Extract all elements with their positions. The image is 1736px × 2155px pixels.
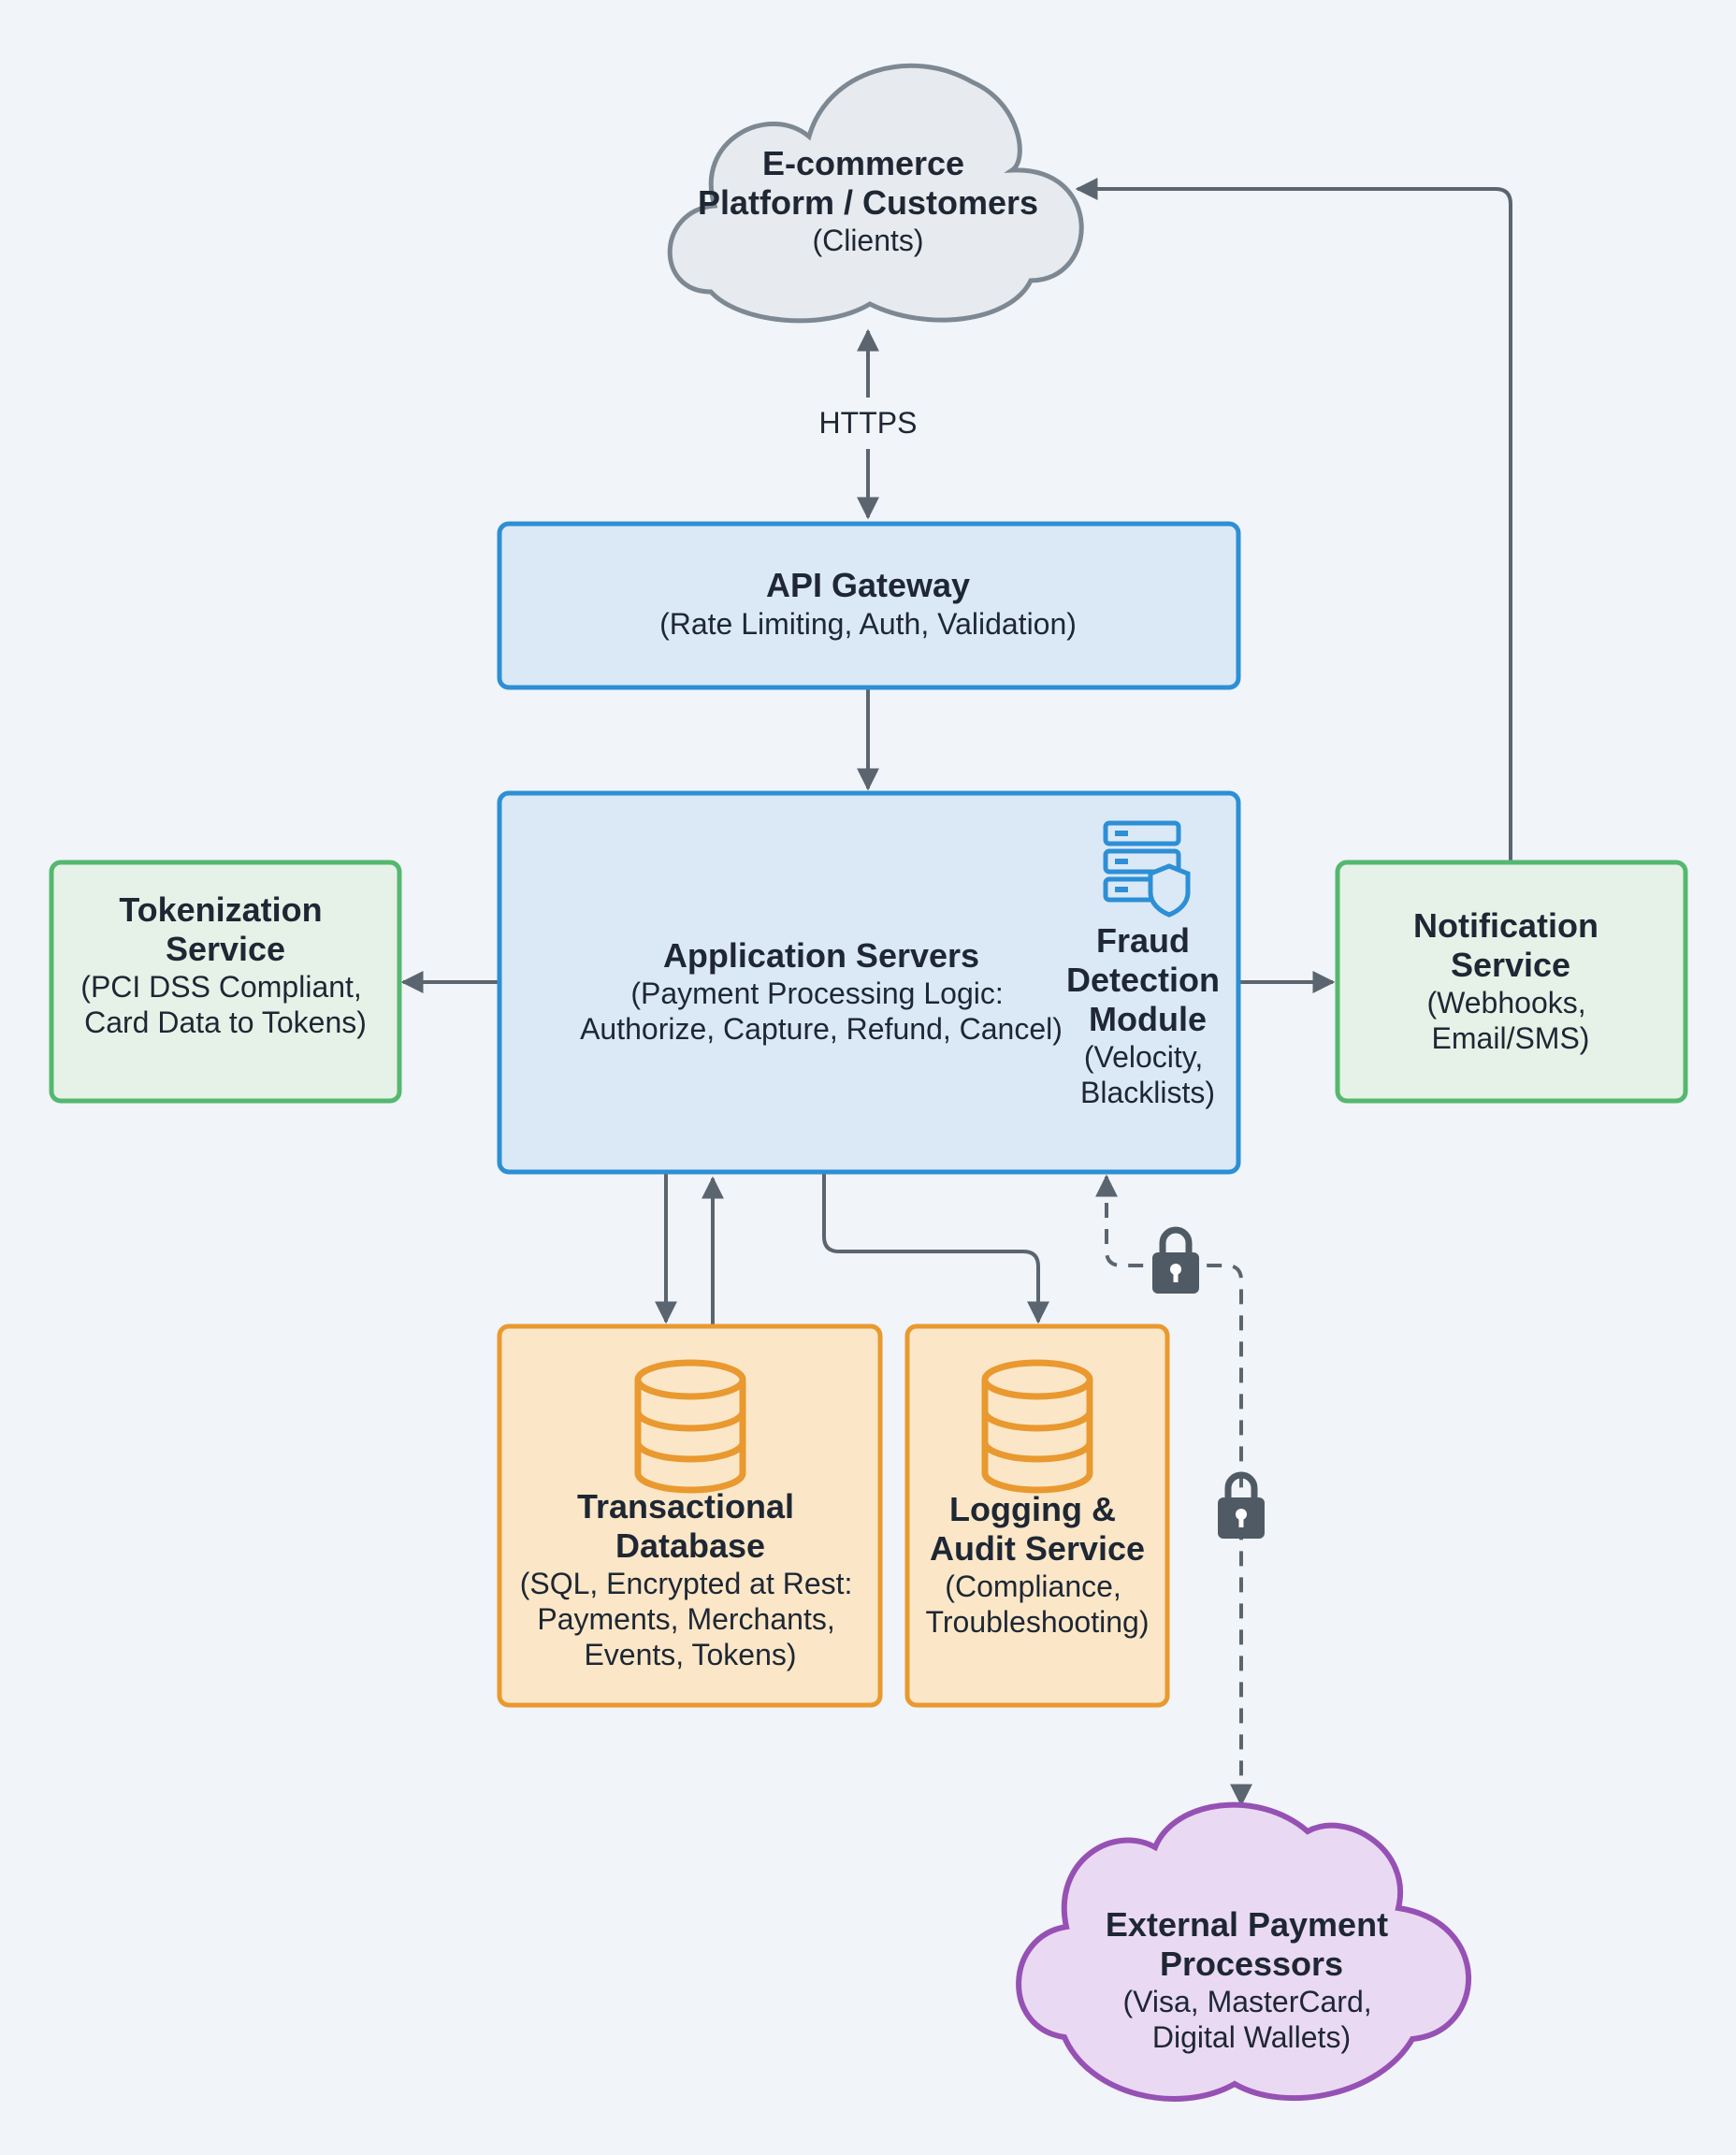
node-subtitle: (Visa, MasterCard, xyxy=(1122,1985,1371,2018)
svg-text:(SQL, Encrypted at Rest:: (SQL, Encrypted at Rest: Payments, Merch… xyxy=(520,1567,861,1671)
node-title: Application Servers xyxy=(663,936,979,975)
node-title: Service xyxy=(166,930,285,968)
database-icon xyxy=(981,1359,1093,1494)
node-title: Transactional xyxy=(577,1487,794,1526)
svg-text:(PCI DSS Compliant, Card: (PCI DSS Compliant, Card Data to Tokens) xyxy=(80,970,369,1039)
node-api-gateway: API Gateway (Rate Limiting, Auth, Valida… xyxy=(497,521,1241,690)
fraud-detection-module: Fraud Detection Module (Velocity, Blackl… xyxy=(1066,820,1229,1109)
svg-text:(Compliance, Troubleshoo: (Compliance, Troubleshooting) xyxy=(926,1569,1150,1639)
cloud-shape xyxy=(667,63,1084,324)
node-subtitle: Card Data to Tokens) xyxy=(84,1005,367,1039)
svg-text:(Clients): (Clients) xyxy=(812,224,923,257)
lock-icon xyxy=(1218,1471,1265,1539)
node-title: Processors xyxy=(1160,1945,1343,1983)
node-subtitle: Digital Wallets) xyxy=(1152,2020,1351,2054)
node-subtitle: (Velocity, xyxy=(1084,1040,1203,1074)
node-notification: Notification Service (Webhooks, Email/SM… xyxy=(1335,860,1688,1104)
node-subtitle: Authorize, Capture, Refund, Cancel) xyxy=(580,1012,1063,1046)
svg-text:Application Servers: Application Servers xyxy=(663,936,979,975)
node-title: Module xyxy=(1089,1000,1207,1038)
svg-text:E-commerce Platform / Cu: E-commerce Platform / Customers xyxy=(698,144,1038,222)
svg-text:(Rate Limiting, Auth, Validati: (Rate Limiting, Auth, Validation) xyxy=(659,607,1077,641)
node-title: Platform / Customers xyxy=(698,183,1038,222)
edge-app-external-secure xyxy=(1095,1174,1252,1807)
node-subtitle: (Webhooks, xyxy=(1426,986,1585,1020)
svg-text:Logging & Audit Service: Logging & Audit Service xyxy=(930,1490,1145,1568)
database-icon xyxy=(634,1359,746,1494)
server-shield-icon xyxy=(1103,820,1191,918)
node-subtitle: (SQL, Encrypted at Rest: xyxy=(520,1567,853,1600)
node-subtitle: (Rate Limiting, Auth, Validation) xyxy=(659,607,1077,641)
node-title: Notification xyxy=(1413,906,1599,945)
node-subtitle: Email/SMS) xyxy=(1432,1021,1590,1055)
node-ecommerce: E-commerce Platform / Customers (Clients… xyxy=(667,63,1084,324)
svg-text:API Gateway: API Gateway xyxy=(766,566,970,604)
svg-text:Transactional Database: Transactional Database xyxy=(577,1487,803,1565)
node-database: Transactional Database (SQL, Encrypted a… xyxy=(497,1323,883,1708)
edge-notification-ecommerce xyxy=(1075,178,1512,862)
svg-text:(Payment Processing Logic:: (Payment Processing Logic: Authorize, Ca… xyxy=(580,976,1063,1046)
svg-text:(Velocity, Blacklists): (Velocity, Blacklists) xyxy=(1080,1040,1215,1109)
node-title: API Gateway xyxy=(766,566,970,604)
node-subtitle: (Payment Processing Logic: xyxy=(630,976,1003,1010)
node-subtitle: Events, Tokens) xyxy=(584,1638,796,1671)
node-subtitle: (Clients) xyxy=(812,224,923,257)
node-logging: Logging & Audit Service (Compliance, Tro… xyxy=(904,1323,1170,1708)
svg-text:Fraud Detection: Fraud Detection Module xyxy=(1066,921,1229,1038)
node-title: Detection xyxy=(1066,961,1220,999)
node-title: Audit Service xyxy=(930,1529,1145,1568)
node-subtitle: (Compliance, xyxy=(945,1569,1121,1603)
node-title: Tokenization xyxy=(119,890,322,929)
svg-text:External Payment Process: External Payment Processors xyxy=(1106,1905,1397,1983)
node-app-servers: Application Servers (Payment Processing … xyxy=(497,790,1241,1175)
svg-text:Notification Service: Notification Service xyxy=(1413,906,1608,984)
cloud-shape xyxy=(1016,1801,1471,2102)
edges: HTTPS xyxy=(400,178,1512,1807)
node-title: Service xyxy=(1451,946,1570,984)
svg-text:Tokenization Service: Tokenization Service xyxy=(119,890,331,968)
node-subtitle: Blacklists) xyxy=(1080,1076,1215,1109)
edge-app-logging xyxy=(822,1174,1049,1324)
node-subtitle: (PCI DSS Compliant, xyxy=(80,970,362,1004)
svg-text:(Webhooks, Email/SMS): (Webhooks, Email/SMS) xyxy=(1426,986,1594,1055)
node-external-processors: External Payment Processors (Visa, Maste… xyxy=(1016,1801,1471,2102)
https-label: HTTPS xyxy=(819,406,918,440)
node-title: Fraud xyxy=(1096,921,1190,960)
node-tokenization: Tokenization Service (PCI DSS Compliant,… xyxy=(49,860,402,1104)
node-subtitle: Troubleshooting) xyxy=(926,1605,1150,1639)
node-title: E-commerce xyxy=(762,144,964,182)
node-title: Database xyxy=(615,1526,765,1565)
node-subtitle: Payments, Merchants, xyxy=(537,1602,834,1636)
svg-text:(Visa, MasterCard, Digit: (Visa, MasterCard, Digital Wallets) xyxy=(1122,1985,1380,2054)
node-title: External Payment xyxy=(1106,1905,1388,1944)
lock-icon xyxy=(1152,1226,1199,1294)
node-title: Logging & xyxy=(949,1490,1116,1528)
